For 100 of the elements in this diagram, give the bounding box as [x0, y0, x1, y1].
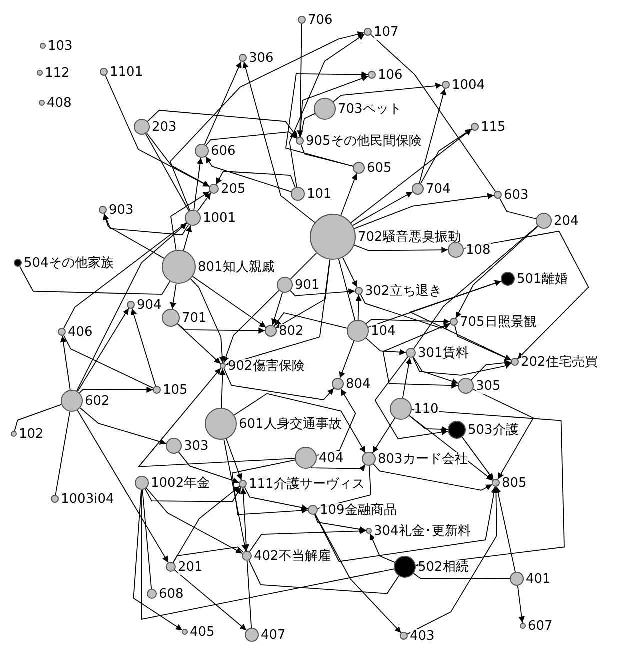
arrow: [314, 486, 498, 562]
network-node: [277, 277, 320, 293]
connector-line: [300, 113, 316, 138]
arrow: [463, 230, 590, 360]
network-node: [195, 144, 236, 158]
arrow: [220, 368, 226, 408]
arrow: [131, 308, 156, 387]
node-label: 407: [261, 628, 286, 642]
arrow: [374, 356, 449, 440]
arrow: [290, 288, 356, 296]
arrow: [234, 393, 366, 454]
arrow: [350, 128, 472, 224]
arrow: [454, 325, 512, 361]
node-label: 1004: [452, 78, 486, 92]
arrow: [138, 368, 296, 468]
arrow: [339, 340, 355, 379]
arrow: [354, 193, 494, 230]
arrow: [197, 192, 212, 212]
network-node: [501, 272, 568, 286]
node-label: 408: [47, 96, 72, 110]
arrow: [105, 75, 210, 188]
arrow: [216, 171, 296, 188]
node-label: 105: [163, 382, 188, 398]
node-label: 304礼金･更新料: [374, 524, 471, 538]
network-node: [245, 628, 286, 642]
network-node: [448, 242, 491, 258]
network-node: [314, 98, 402, 120]
connector-line: [370, 34, 496, 192]
arrow: [224, 439, 248, 552]
network-node: [209, 182, 246, 196]
network-node: [368, 68, 403, 82]
arrow: [242, 61, 316, 224]
arrow: [224, 368, 334, 400]
network-node: [100, 64, 144, 80]
arrow: [419, 88, 446, 184]
arrow: [76, 222, 188, 392]
node-label: 104: [371, 324, 396, 338]
arrow: [340, 173, 358, 216]
node-label: 205: [221, 182, 246, 196]
node-label: 1001: [203, 210, 236, 226]
arrow: [402, 357, 412, 399]
arrow: [194, 157, 204, 211]
connector-line: [413, 573, 510, 580]
node-label: 1101: [110, 64, 144, 80]
connector-line: [145, 134, 190, 212]
node-label: 109金融商品: [320, 502, 397, 518]
network-node: [11, 426, 44, 442]
network-node: [458, 378, 501, 394]
node-label: 503介護: [468, 422, 519, 438]
network-node: [442, 78, 486, 92]
arrow: [244, 487, 309, 511]
arrow: [412, 357, 512, 376]
node-label: 103: [48, 38, 73, 54]
arrow: [226, 438, 242, 481]
network-node: [400, 628, 435, 644]
connector-line: [19, 266, 171, 296]
network-node: [162, 250, 275, 284]
arrow: [177, 323, 266, 334]
node-label: 203: [152, 120, 177, 134]
node-label: 801知人親戚: [198, 260, 275, 274]
arrow: [311, 464, 366, 472]
arrow: [360, 294, 451, 330]
arrow: [286, 72, 368, 167]
node-label: 302立ち退き: [365, 284, 442, 298]
arrow: [495, 486, 516, 573]
arrow: [297, 24, 304, 138]
arrow: [366, 318, 450, 325]
network-node: [364, 24, 399, 40]
arrow: [133, 490, 183, 631]
arrow: [370, 533, 396, 564]
node-label: 107: [374, 24, 399, 40]
arrow: [354, 244, 448, 254]
network-node: [162, 309, 207, 327]
network-node: [298, 12, 333, 28]
arrow: [206, 132, 298, 146]
node-label: 705日照景観: [460, 314, 537, 330]
connector-line: [104, 213, 190, 236]
node-label: 903: [109, 202, 134, 218]
arrow: [174, 570, 248, 631]
node-label: 405: [190, 624, 215, 640]
arrow: [205, 156, 292, 192]
arrow: [232, 460, 308, 516]
arrow: [274, 312, 348, 329]
node-label: 306: [249, 50, 274, 66]
connector-line: [141, 490, 395, 620]
connector-line: [142, 490, 152, 590]
node-label: 201: [178, 560, 203, 574]
connector-line: [290, 252, 318, 280]
node-label: 904: [137, 298, 162, 312]
arrow: [368, 280, 502, 328]
arrow: [178, 452, 240, 484]
connector-line: [300, 144, 354, 167]
network-node: [295, 447, 344, 469]
node-label: 706: [308, 12, 333, 28]
arrow: [420, 128, 472, 184]
node-label: 401: [526, 572, 551, 586]
arrow: [192, 276, 267, 328]
network-node: [39, 96, 72, 110]
network-node: [265, 324, 304, 338]
node-label: 607: [528, 618, 553, 634]
